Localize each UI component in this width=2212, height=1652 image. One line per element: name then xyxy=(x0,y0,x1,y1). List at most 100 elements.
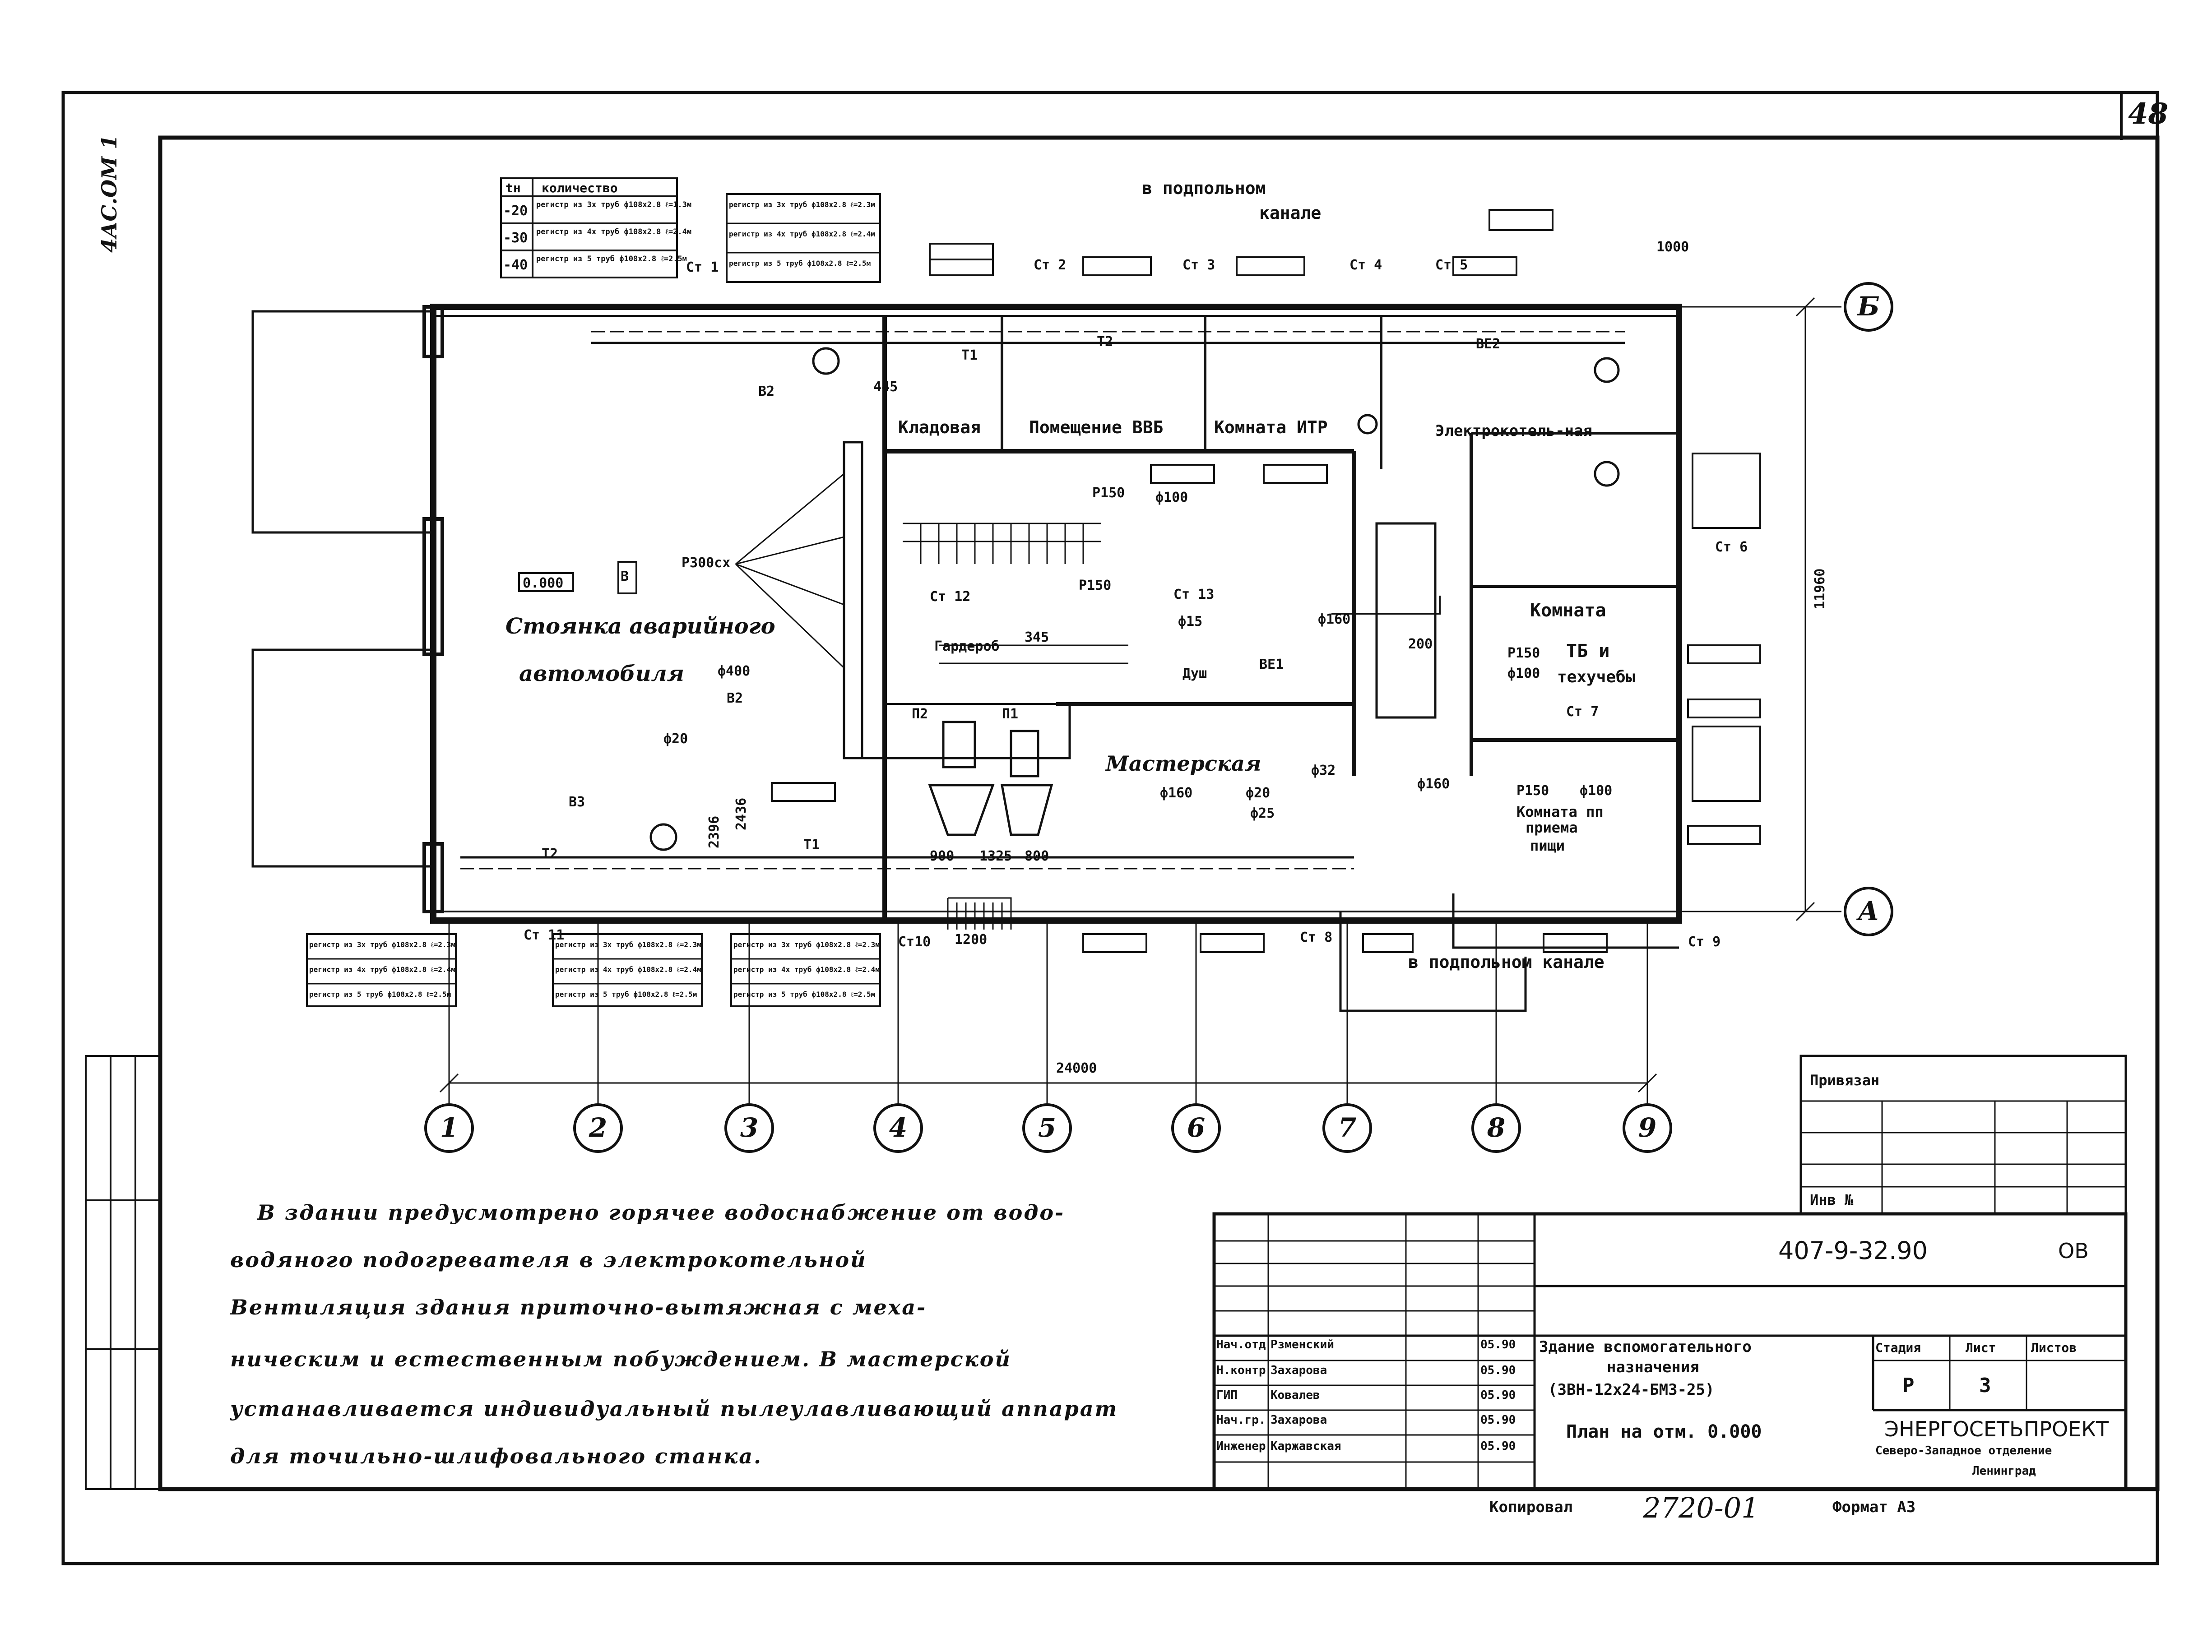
label-d20: ф20 xyxy=(663,731,688,747)
dim-200: 200 xyxy=(1408,636,1433,652)
room-pomeshchenie: Помещение ВВБ xyxy=(1029,417,1164,437)
stage-header: Стадия xyxy=(1875,1340,1921,1355)
staff-name-1: Рзменский xyxy=(1271,1338,1334,1351)
room-stoyanka-2: автомобиля xyxy=(519,661,684,686)
building-line-1: Здание вспомогательного xyxy=(1539,1338,1752,1356)
label-st11: Ст 11 xyxy=(524,927,565,943)
label-st8: Ст 8 xyxy=(1300,930,1333,945)
staff-date-3: 05.90 xyxy=(1480,1388,1516,1402)
inner-border xyxy=(158,135,2160,1491)
staff-name-3: Ковалев xyxy=(1271,1388,1320,1402)
sheets-header: Листов xyxy=(2031,1340,2077,1355)
label-d100-c: ф100 xyxy=(1580,783,1613,799)
axis-label-3: 3 xyxy=(740,1112,759,1143)
label-d400: ф400 xyxy=(718,663,751,679)
label-t2-top: Т2 xyxy=(1097,334,1113,350)
level-mark: 0.000 xyxy=(523,575,564,591)
legend-table xyxy=(500,177,678,278)
side-code: 4АС.ОМ 1 xyxy=(97,134,121,253)
label-t1-bottom: Т1 xyxy=(803,837,820,853)
dim-1000: 1000 xyxy=(1656,239,1689,255)
note-line-1: В здании предусмотрено горячее водоснабж… xyxy=(257,1200,1065,1225)
register-b3-3: регистр из 5 труб ф108х2.8 ℓ=2.5м xyxy=(733,990,876,999)
label-p150-d: Р150 xyxy=(1516,783,1549,799)
staff-date-2: 05.90 xyxy=(1480,1364,1516,1377)
label-d160-b: ф160 xyxy=(1417,776,1450,792)
privyazan-block xyxy=(1799,1055,2127,1215)
dust-collector-1 xyxy=(928,784,995,836)
outer-border xyxy=(61,91,2159,1565)
inv-no-label: Инв № xyxy=(1810,1191,1854,1208)
room-priema-2: приема xyxy=(1526,819,1578,836)
axis-circle-3 xyxy=(724,1103,774,1153)
dim-1325: 1325 xyxy=(979,848,1012,864)
building-walls xyxy=(430,304,1682,924)
label-st1: Ст 1 xyxy=(686,259,719,275)
register-b2-1: регистр из 3х труб ф108х2.8 ℓ=2.3м xyxy=(555,940,701,949)
register-b2-3: регистр из 5 труб ф108х2.8 ℓ=2.5м xyxy=(555,990,697,999)
label-podpolnom-bottom: в подпольном канале xyxy=(1408,952,1605,972)
label-st10: Ст10 xyxy=(898,934,931,950)
org-branch: Северо-Западное отделение xyxy=(1875,1444,2052,1458)
axis-label-5: 5 xyxy=(1038,1112,1057,1143)
label-t2-bottom: Т2 xyxy=(542,846,558,862)
label-d100-b: ф100 xyxy=(1507,666,1540,681)
building-line-2: назначения xyxy=(1607,1358,1699,1376)
axis-circle-2 xyxy=(573,1103,623,1153)
label-st9: Ст 9 xyxy=(1688,934,1721,950)
note-line-6: для точильно-шлифовального станка. xyxy=(230,1444,763,1468)
org-city: Ленинград xyxy=(1972,1464,2036,1478)
plan-title: План на отм. 0.000 xyxy=(1566,1421,1762,1442)
building-line-3: (3ВН-12х24-БМЗ-25) xyxy=(1548,1381,1715,1399)
copied-label: Копировал xyxy=(1489,1498,1573,1516)
label-p300: Р300сх xyxy=(682,555,731,571)
label-v2: В2 xyxy=(758,384,775,399)
staff-role-2: Н.контр xyxy=(1216,1364,1266,1377)
room-elektrokotelnaya: Электрокотель-ная xyxy=(1435,422,1592,440)
vent-duct-horizontal xyxy=(853,704,1071,759)
staff-name-5: Каржавская xyxy=(1271,1439,1341,1453)
staff-role-1: Нач.отд xyxy=(1216,1338,1266,1351)
org-name: ЭНЕРГОСЕТЬПРОЕКТ xyxy=(1884,1417,2109,1441)
label-st5: Ст 5 xyxy=(1435,257,1468,273)
dim-11960: 11960 xyxy=(1812,568,1828,609)
label-d15: ф15 xyxy=(1178,614,1203,629)
label-st6: Ст 6 xyxy=(1715,539,1748,555)
axis-label-B: Б xyxy=(1857,291,1880,322)
legend-desc-3: регистр из 5 труб ф108х2.8 ℓ=2.5м xyxy=(536,255,687,264)
room-garderob: Гардероб xyxy=(934,639,1000,654)
drawing-code: 407-9-32.90 xyxy=(1778,1236,1928,1265)
label-podpolnom-1: в подпольном xyxy=(1142,178,1266,198)
axis-circle-5 xyxy=(1022,1103,1072,1153)
axis-label-4: 4 xyxy=(889,1112,908,1143)
register-top-1: регистр из 3х труб ф108х2.8 ℓ=2.3м xyxy=(729,200,875,209)
dim-900: 900 xyxy=(930,848,955,864)
register-b1-2: регистр из 4х труб ф108х2.8 ℓ=2.4м xyxy=(309,965,455,974)
staff-date-5: 05.90 xyxy=(1480,1439,1516,1453)
staff-role-5: Инженер xyxy=(1216,1439,1266,1453)
order-number: 2720-01 xyxy=(1643,1491,1759,1524)
room-priema-1: Комната пп xyxy=(1516,803,1604,820)
room-priema-3: пищи xyxy=(1530,837,1565,854)
register-b1-3: регистр из 5 труб ф108х2.8 ℓ=2.5м xyxy=(309,990,451,999)
label-d20-b: ф20 xyxy=(1246,785,1271,801)
room-tp-1: Комната xyxy=(1530,600,1606,621)
legend-t-3: -40 xyxy=(503,257,528,273)
legend-t-1: -20 xyxy=(503,203,528,219)
room-masterskaya: Мастерская xyxy=(1106,751,1261,776)
label-be1: ВЕ1 xyxy=(1259,657,1284,672)
label-st3: Ст 3 xyxy=(1183,257,1215,273)
note-line-2: водяного подогревателя в электрокотельно… xyxy=(230,1248,867,1272)
label-p150-a: Р150 xyxy=(1092,485,1125,501)
axis-label-2: 2 xyxy=(589,1112,607,1143)
label-d25: ф25 xyxy=(1250,805,1275,821)
dust-collector-2 xyxy=(1001,784,1053,836)
axis-label-6: 6 xyxy=(1187,1112,1206,1143)
register-top-2: регистр из 4х труб ф108х2.8 ℓ=2.4м xyxy=(729,230,875,238)
axis-circle-6 xyxy=(1171,1103,1221,1153)
axis-circle-A xyxy=(1844,887,1893,936)
label-be2: ВЕ2 xyxy=(1476,336,1501,352)
note-line-3: Вентиляция здания приточно-вытяжная с ме… xyxy=(230,1295,927,1319)
dim-800: 800 xyxy=(1025,848,1049,864)
